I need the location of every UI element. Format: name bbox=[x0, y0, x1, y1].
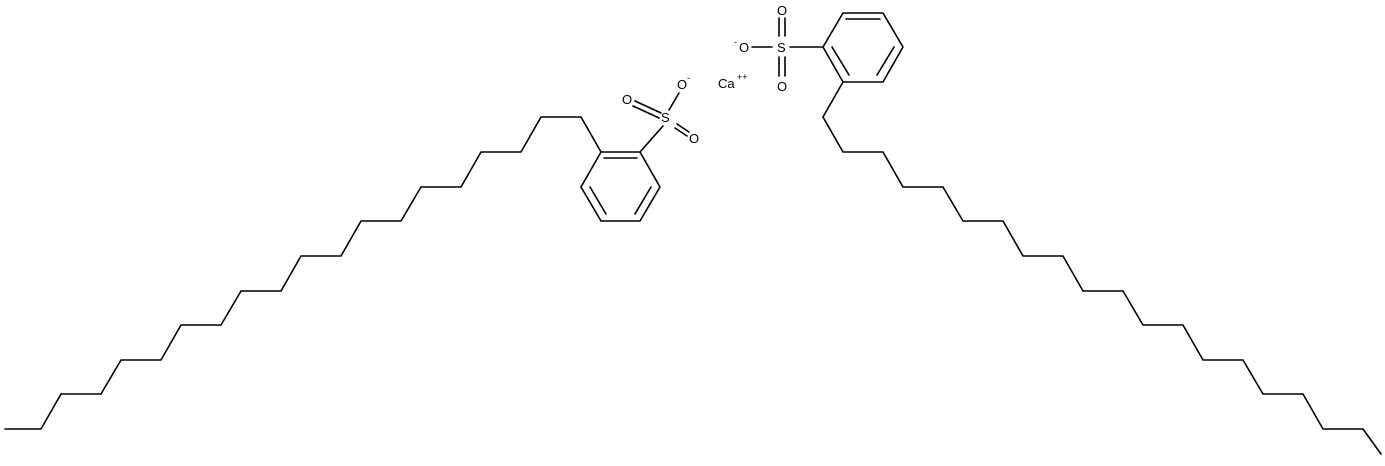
left-oxygen-label-b: O bbox=[689, 131, 699, 146]
left-oxygen-charge: - bbox=[687, 73, 690, 83]
left-sulfonate-labels: S O O O - bbox=[622, 73, 699, 146]
right-alkyl-chain bbox=[822, 81, 1382, 455]
right-sulfur-label: S bbox=[777, 40, 786, 55]
right-oxygen-label-b: O bbox=[777, 79, 787, 94]
left-benzene-ring bbox=[580, 151, 661, 222]
right-sulfonate-bonds bbox=[751, 17, 824, 77]
left-oxygen-minus-label: O bbox=[677, 77, 687, 92]
calcium-label: Ca bbox=[718, 76, 735, 91]
left-sulfonate-bonds bbox=[632, 92, 690, 153]
left-sulfur-label: S bbox=[661, 110, 670, 125]
left-alkyl-chain bbox=[4, 116, 602, 430]
right-oxygen-charge: - bbox=[734, 37, 737, 47]
left-oxygen-label-a: O bbox=[622, 92, 632, 107]
calcium-ion: Ca ++ bbox=[718, 72, 748, 91]
right-oxygen-minus-label: O bbox=[739, 40, 749, 55]
right-benzene-ring bbox=[822, 12, 904, 83]
right-oxygen-label-a: O bbox=[777, 3, 787, 18]
calcium-charge: ++ bbox=[737, 72, 748, 82]
right-sulfonate-labels: S O O O - bbox=[734, 3, 787, 94]
